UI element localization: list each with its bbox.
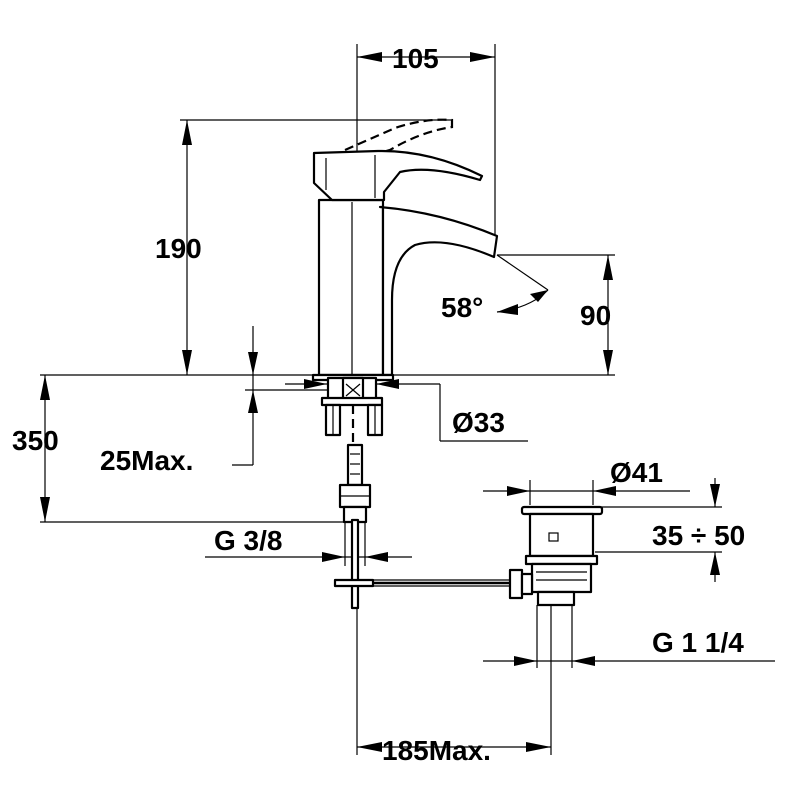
waste-assembly [508, 505, 604, 607]
pop-up-rod [333, 518, 510, 610]
label-waste-thread: G 1 1/4 [652, 627, 744, 658]
label-total-height: 190 [155, 233, 202, 264]
label-lever-angle: 58° [441, 292, 483, 323]
label-mounting-hole: Ø33 [452, 407, 505, 438]
dimension-arrows [40, 52, 720, 752]
label-supply-thread: G 3/8 [214, 525, 282, 556]
label-below-deck: 350 [12, 425, 59, 456]
label-waste-adjust: 35 ÷ 50 [652, 520, 745, 551]
faucet-lever [312, 149, 484, 202]
faucet-column [317, 198, 385, 377]
lever-open-position-outline [344, 118, 454, 160]
dimension-labels: 105 190 90 58° 350 25Max. Ø33 Ø41 35 ÷ 5… [12, 43, 745, 766]
label-deck-thickness: 25Max. [100, 445, 193, 476]
faucet-spout [378, 205, 499, 377]
label-spout-height: 90 [580, 300, 611, 331]
label-waste-diameter: Ø41 [610, 457, 663, 488]
label-spout-reach: 105 [392, 43, 439, 74]
label-rod-length: 185Max. [382, 735, 491, 766]
under-deck-fixings [320, 376, 384, 524]
faucet-body [311, 118, 499, 382]
